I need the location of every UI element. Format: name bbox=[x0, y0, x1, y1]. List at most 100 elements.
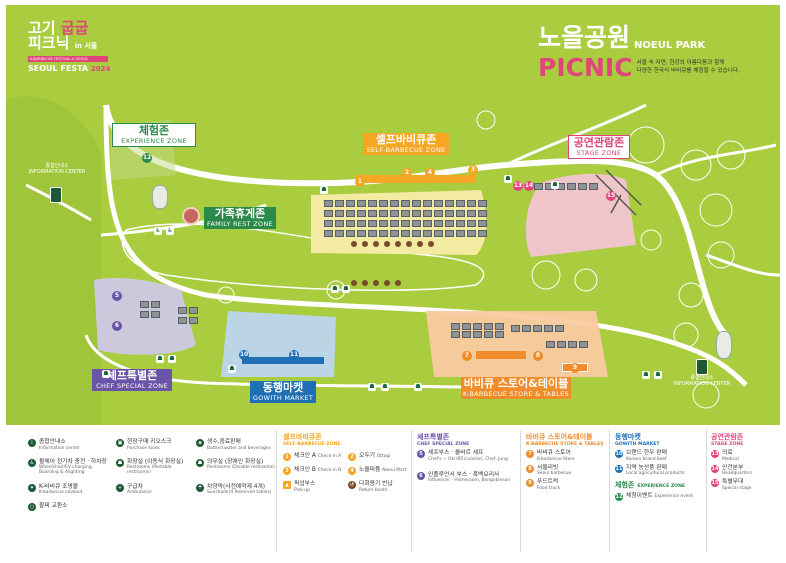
map-marker-12[interactable]: 12 bbox=[142, 153, 152, 163]
legend-label: 브랜드 한우 판매 bbox=[626, 450, 668, 456]
restroom-icon[interactable]: ☗ bbox=[642, 371, 650, 379]
info-center-marker-north[interactable] bbox=[50, 187, 62, 203]
experience-zone-name: 체험존 bbox=[138, 124, 170, 137]
info-center-marker-south[interactable] bbox=[696, 359, 708, 375]
family-zone-name-en: FAMILY REST ZONE bbox=[206, 219, 274, 228]
info-center-south[interactable]: 종합안내소 INFORMATION CENTER bbox=[672, 375, 732, 387]
restroom-icon[interactable]: ♿ bbox=[166, 227, 174, 235]
restroom-icon: ☗ bbox=[116, 458, 124, 467]
experience-zone-label[interactable]: 체험존 EXPERIENCE ZONE bbox=[112, 123, 196, 148]
legend-label-en: Information center bbox=[39, 445, 80, 451]
legend-divider bbox=[706, 430, 707, 552]
map-marker-1[interactable]: 1 bbox=[355, 177, 365, 187]
restroom-icon[interactable]: ☗ bbox=[331, 285, 339, 293]
map-marker-3[interactable]: 3 bbox=[468, 165, 478, 175]
family-zone-label[interactable]: 가족휴게존 FAMILY REST ZONE bbox=[204, 207, 276, 230]
legend-title-en: CHEF SPECIAL ZONE bbox=[417, 442, 470, 447]
legend-label: 팔찌 교환소 bbox=[39, 503, 68, 510]
restroom-icon[interactable]: ☗ bbox=[320, 186, 328, 194]
legend-number: 13 bbox=[711, 450, 719, 458]
legend-label: 안전본부 bbox=[722, 464, 744, 471]
self-bbq-zone-name-en: SELF-BARBECUE ZONE bbox=[366, 145, 446, 154]
legend-title-en: GOWITH MARKET bbox=[615, 442, 660, 447]
info-center-name-en: INFORMATION CENTER bbox=[28, 169, 86, 175]
map-marker-7[interactable]: 7 bbox=[462, 351, 472, 361]
restroom-icon[interactable]: ☗ bbox=[504, 175, 512, 183]
kiosk-icon: ▣ bbox=[116, 439, 124, 447]
restroom-icon[interactable]: ♿ bbox=[154, 227, 162, 235]
legend-label: 다회용기 반납 bbox=[359, 481, 393, 487]
park-picnic: PICNIC bbox=[538, 53, 633, 82]
map-marker-14[interactable]: 14 bbox=[524, 181, 534, 191]
store-zone-label[interactable]: 바비큐 스토어&테이블 K-BARBECUE STORE & TABLES bbox=[461, 377, 571, 400]
restroom-icon[interactable]: ☗ bbox=[342, 285, 350, 293]
legend-label-en: Local agricultural products bbox=[626, 471, 685, 477]
map-marker-10[interactable]: 10 bbox=[239, 350, 249, 360]
legend-number: 2 bbox=[348, 453, 356, 461]
legend-number: 7 bbox=[526, 450, 534, 458]
legend-label: 체크인 B bbox=[294, 467, 316, 473]
restroom-icon[interactable]: ☗ bbox=[168, 355, 176, 363]
restroom-icon[interactable]: ☗ bbox=[102, 370, 110, 378]
map-marker-5[interactable]: 5 bbox=[112, 291, 122, 301]
legend-label-en: Special stage bbox=[722, 486, 752, 492]
logo-line1-accent: 굽굽 bbox=[60, 19, 89, 37]
logo-line2: 피크닉 bbox=[28, 34, 70, 52]
grill-row-south bbox=[351, 280, 401, 286]
legend-label-en: Sunshade(4 Reserved tables) bbox=[207, 490, 272, 496]
self-bbq-zone-label[interactable]: 셀프바비큐존 SELF-BARBECUE ZONE bbox=[363, 133, 449, 156]
store-booths bbox=[476, 351, 526, 359]
map-marker-9[interactable]: 9 bbox=[570, 363, 580, 373]
market-zone-name: 동행마켓 bbox=[262, 381, 304, 394]
self-bbq-tables bbox=[324, 220, 487, 227]
chef-zone-name-en: CHEF SPECIAL ZONE bbox=[96, 381, 168, 390]
restroom-icon[interactable]: ☗ bbox=[551, 181, 559, 189]
info-center-name: 종합안내소 bbox=[45, 163, 69, 169]
stage-zone-label[interactable]: 공연관람존 STAGE ZONE bbox=[568, 135, 630, 160]
restroom-icon[interactable]: ☗ bbox=[228, 365, 236, 373]
map-marker-6[interactable]: 6 bbox=[112, 321, 122, 331]
chef-booths bbox=[178, 307, 198, 314]
fountain-icon bbox=[182, 207, 200, 225]
bracelet-icon: ○ bbox=[28, 503, 36, 512]
map-marker-8[interactable]: 8 bbox=[533, 351, 543, 361]
restroom-icon[interactable]: ☗ bbox=[368, 383, 376, 391]
restroom-icon[interactable]: ☗ bbox=[156, 355, 164, 363]
legend-label: 픽업부스 bbox=[294, 481, 316, 487]
restroom-icon[interactable]: ☗ bbox=[654, 371, 662, 379]
logo-line1: 고기 bbox=[28, 19, 56, 37]
legend-title: 셰프특별존 bbox=[417, 433, 450, 441]
legend-label-en: Purchase kiosk bbox=[127, 445, 160, 451]
festival-logo: 고기 굽굽 피크닉 in 서울 K-BARBECUE FESTIVAL in S… bbox=[28, 21, 118, 73]
fire-icon: ✦ bbox=[28, 483, 36, 492]
map-marker-2[interactable]: 2 bbox=[402, 168, 412, 178]
legend-title-en: EXPERIENCE ZONE bbox=[637, 484, 686, 490]
info-center-north[interactable]: 종합안내소 INFORMATION CENTER bbox=[22, 163, 92, 175]
legend-label: 화장실 (이동식 화장실) bbox=[127, 458, 184, 465]
legend-label: 셰프부스 · 올바르 세프 bbox=[428, 450, 484, 456]
restroom-icon[interactable]: ☗ bbox=[414, 383, 422, 391]
legend-label: 의료 bbox=[722, 450, 733, 456]
map-marker-15[interactable]: 15 bbox=[606, 191, 616, 201]
legend-label: 의무실 (장애인 화장실) bbox=[207, 458, 264, 465]
legend-divider bbox=[520, 430, 521, 552]
map-marker-11[interactable]: 11 bbox=[289, 350, 299, 360]
map-marker-13[interactable]: 13 bbox=[513, 181, 523, 191]
map-marker-4[interactable]: 4 bbox=[425, 168, 435, 178]
legend-number: 10 bbox=[615, 450, 623, 458]
legend-label: 노을퍼퓸 bbox=[359, 467, 381, 473]
market-zone-label[interactable]: 동행마켓 GOWITH MARKET bbox=[250, 381, 316, 404]
chef-zone-label[interactable]: 셰프특별존 CHEF SPECIAL ZONE bbox=[92, 369, 172, 392]
legend-experience-header: 체험존 EXPERIENCE ZONE bbox=[615, 480, 703, 490]
restroom-icon[interactable]: ☗ bbox=[381, 383, 389, 391]
park-name-ko: 노을공원 bbox=[538, 23, 631, 52]
legend-title: 바비큐 스토어&테이블 bbox=[526, 433, 593, 441]
